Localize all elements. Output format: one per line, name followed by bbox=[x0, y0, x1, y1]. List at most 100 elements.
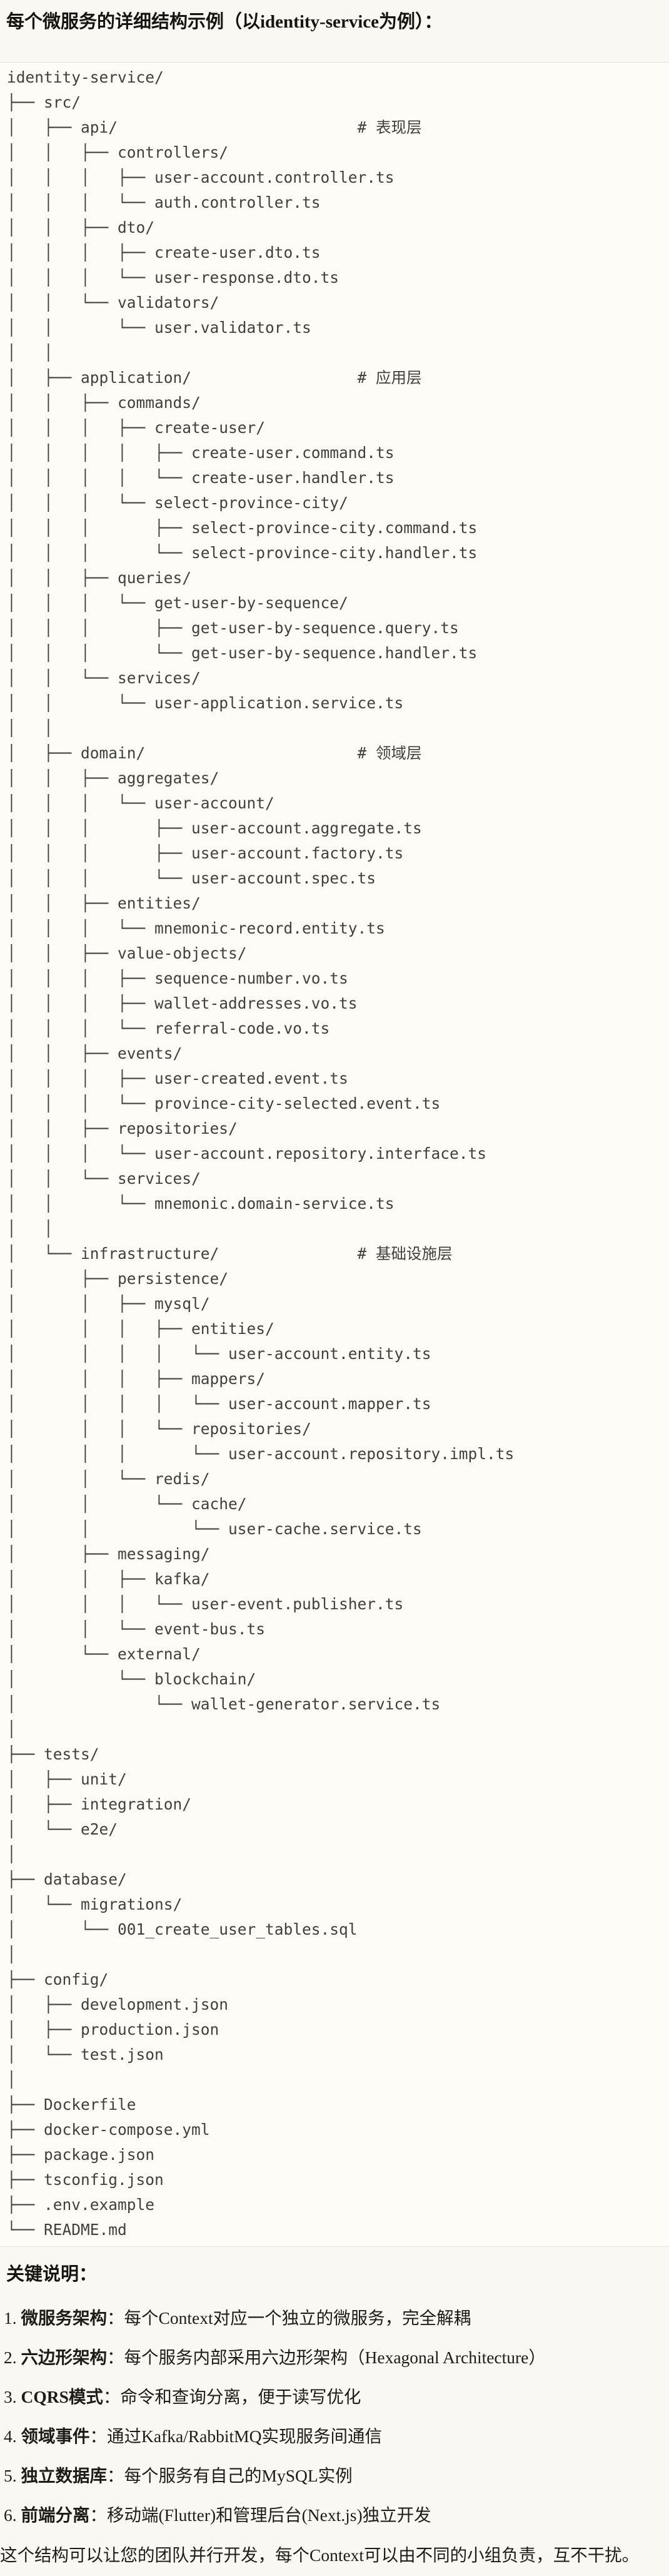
tree-line: │ └── infrastructure/ # 基础设施层 bbox=[7, 1245, 453, 1263]
note-label: 独立数据库 bbox=[21, 2466, 108, 2486]
tree-line: │ │ └── redis/ bbox=[7, 1470, 210, 1489]
tree-line: │ │ └── services/ bbox=[7, 669, 201, 688]
tree-line: │ │ │ ├── user-account.aggregate.ts bbox=[7, 819, 422, 838]
tree-line: │ ├── unit/ bbox=[7, 1770, 127, 1789]
tree-line: │ │ ├── kafka/ bbox=[7, 1570, 210, 1589]
note-item: 6. 前端分离：移动端(Flutter)和管理后台(Next.js)独立开发 bbox=[4, 2503, 663, 2528]
note-text: 每个服务有自己的MySQL实例 bbox=[124, 2466, 353, 2486]
note-number: 1. bbox=[4, 2308, 21, 2328]
tree-line: │ │ │ ├── sequence-number.vo.ts bbox=[7, 969, 348, 988]
note-separator: ： bbox=[89, 2505, 108, 2525]
tree-line: │ │ └── cache/ bbox=[7, 1495, 247, 1514]
note-separator: ： bbox=[107, 2308, 124, 2328]
tree-line: │ └── external/ bbox=[7, 1645, 201, 1664]
tree-line: ├── database/ bbox=[7, 1870, 127, 1889]
tree-line: │ │ │ └── user-account.spec.ts bbox=[7, 869, 376, 888]
tree-line: ├── package.json bbox=[7, 2146, 155, 2164]
note-label: 领域事件 bbox=[21, 2426, 90, 2446]
note-text: 每个服务内部采用六边形架构（Hexagonal Architecture） bbox=[124, 2348, 546, 2368]
tree-line: │ │ └── user.validator.ts bbox=[7, 318, 311, 337]
tree-line: │ │ │ └── get-user-by-sequence.handler.t… bbox=[7, 644, 478, 663]
tree-line: │ │ bbox=[7, 719, 53, 738]
tree-line: │ │ │ └── get-user-by-sequence/ bbox=[7, 594, 348, 613]
tree-line: │ │ │ └── user-response.dto.ts bbox=[7, 268, 340, 287]
note-number: 6. bbox=[4, 2505, 21, 2525]
tree-line: │ │ ├── events/ bbox=[7, 1044, 183, 1063]
tree-line: ├── tests/ bbox=[7, 1745, 99, 1764]
note-separator: ： bbox=[107, 2348, 124, 2368]
tree-line: │ └── 001_create_user_tables.sql bbox=[7, 1920, 358, 1939]
note-number: 4. bbox=[4, 2426, 21, 2446]
tree-line: │ │ ├── dto/ bbox=[7, 218, 155, 237]
tree-line: │ ├── integration/ bbox=[7, 1795, 192, 1814]
directory-tree: identity-service/├── src/│ ├── api/ # 表现… bbox=[7, 65, 661, 2243]
tree-line: │ │ ├── controllers/ bbox=[7, 143, 229, 162]
tree-line: │ │ bbox=[7, 344, 53, 362]
tree-line: │ │ │ └── user-account/ bbox=[7, 794, 274, 813]
note-number: 3. bbox=[4, 2387, 21, 2407]
tree-line: ├── Dockerfile bbox=[7, 2095, 136, 2114]
tree-line: │ bbox=[7, 1720, 16, 1739]
note-text: 每个Context对应一个独立的微服务，完全解耦 bbox=[124, 2308, 471, 2328]
note-text: 命令和查询分离，便于读写优化 bbox=[120, 2387, 361, 2407]
note-item: 1. 微服务架构：每个Context对应一个独立的微服务，完全解耦 bbox=[4, 2306, 663, 2331]
tree-line: │ ├── messaging/ bbox=[7, 1545, 210, 1564]
note-item: 2. 六边形架构：每个服务内部采用六边形架构（Hexagonal Archite… bbox=[4, 2345, 663, 2370]
tree-line: │ │ bbox=[7, 1219, 53, 1238]
tree-line: │ │ │ │ └── user-account.mapper.ts bbox=[7, 1395, 431, 1413]
tree-line: │ │ └── services/ bbox=[7, 1169, 201, 1188]
tree-line: │ │ └── validators/ bbox=[7, 293, 219, 312]
closing-paragraph: 这个结构可以让您的团队并行开发，每个Context可以由不同的小组负责，互不干扰… bbox=[0, 2545, 640, 2565]
tree-line: │ ├── production.json bbox=[7, 2020, 219, 2039]
note-text: 移动端(Flutter)和管理后台(Next.js)独立开发 bbox=[107, 2505, 431, 2525]
tree-line: │ │ │ └── province-city-selected.event.t… bbox=[7, 1094, 441, 1113]
note-text: 通过Kafka/RabbitMQ实现服务间通信 bbox=[107, 2426, 382, 2446]
tree-line: └── README.md bbox=[7, 2221, 127, 2239]
tree-line: │ │ │ └── user-event.publisher.ts bbox=[7, 1595, 404, 1614]
tree-line: │ │ │ ├── mappers/ bbox=[7, 1370, 266, 1388]
tree-line: │ │ │ └── mnemonic-record.entity.ts bbox=[7, 919, 385, 938]
tree-line: │ │ │ └── repositories/ bbox=[7, 1420, 311, 1438]
tree-line: │ │ └── user-application.service.ts bbox=[7, 694, 404, 713]
tree-line: │ │ │ ├── create-user/ bbox=[7, 419, 266, 437]
note-label: CQRS模式 bbox=[21, 2387, 103, 2407]
tree-line: │ │ │ │ └── create-user.handler.ts bbox=[7, 469, 395, 487]
tree-line: │ │ └── user-cache.service.ts bbox=[7, 1520, 422, 1539]
tree-line: │ │ │ ├── create-user.dto.ts bbox=[7, 243, 321, 262]
note-number: 5. bbox=[4, 2466, 21, 2486]
note-label: 微服务架构 bbox=[21, 2308, 108, 2328]
notes-heading: 关键说明： bbox=[6, 2264, 98, 2285]
note-label: 六边形架构 bbox=[21, 2348, 108, 2368]
tree-line: │ │ │ │ └── user-account.entity.ts bbox=[7, 1345, 431, 1363]
note-item: 3. CQRS模式：命令和查询分离，便于读写优化 bbox=[4, 2385, 663, 2410]
note-item: 4. 领域事件：通过Kafka/RabbitMQ实现服务间通信 bbox=[4, 2424, 663, 2449]
tree-line: │ │ │ └── select-province-city/ bbox=[7, 494, 348, 512]
tree-line: │ │ │ └── referral-code.vo.ts bbox=[7, 1019, 330, 1038]
tree-line: │ │ │ ├── wallet-addresses.vo.ts bbox=[7, 994, 358, 1013]
tree-line: │ └── e2e/ bbox=[7, 1820, 118, 1839]
tree-line: │ │ │ └── auth.controller.ts bbox=[7, 193, 321, 212]
tree-line: │ └── blockchain/ bbox=[7, 1670, 256, 1689]
tree-line: │ │ │ └── user-account.repository.interf… bbox=[7, 1144, 487, 1163]
tree-line: │ bbox=[7, 2070, 16, 2089]
tree-line: │ │ │ ├── select-province-city.command.t… bbox=[7, 519, 478, 537]
tree-line: │ │ ├── queries/ bbox=[7, 569, 192, 588]
tree-line: │ │ │ └── select-province-city.handler.t… bbox=[7, 544, 478, 563]
tree-line: ├── docker-compose.yml bbox=[7, 2120, 210, 2139]
tree-line: │ │ │ └── user-account.repository.impl.t… bbox=[7, 1445, 515, 1464]
tree-line: │ │ │ ├── user-account.controller.ts bbox=[7, 168, 395, 187]
tree-line: │ │ ├── value-objects/ bbox=[7, 944, 247, 963]
tree-line: │ │ └── event-bus.ts bbox=[7, 1620, 266, 1639]
tree-line: │ ├── api/ # 表现层 bbox=[7, 118, 422, 137]
tree-line: ├── config/ bbox=[7, 1970, 109, 1989]
note-label: 前端分离 bbox=[21, 2505, 90, 2525]
tree-line: │ └── wallet-generator.service.ts bbox=[7, 1695, 441, 1714]
tree-line: │ │ │ ├── user-created.event.ts bbox=[7, 1069, 348, 1088]
tree-line: │ │ │ ├── user-account.factory.ts bbox=[7, 844, 404, 863]
tree-line: │ │ ├── repositories/ bbox=[7, 1119, 238, 1138]
tree-line: │ │ │ ├── entities/ bbox=[7, 1320, 274, 1338]
note-separator: ： bbox=[107, 2466, 124, 2486]
tree-line: │ bbox=[7, 1845, 16, 1864]
